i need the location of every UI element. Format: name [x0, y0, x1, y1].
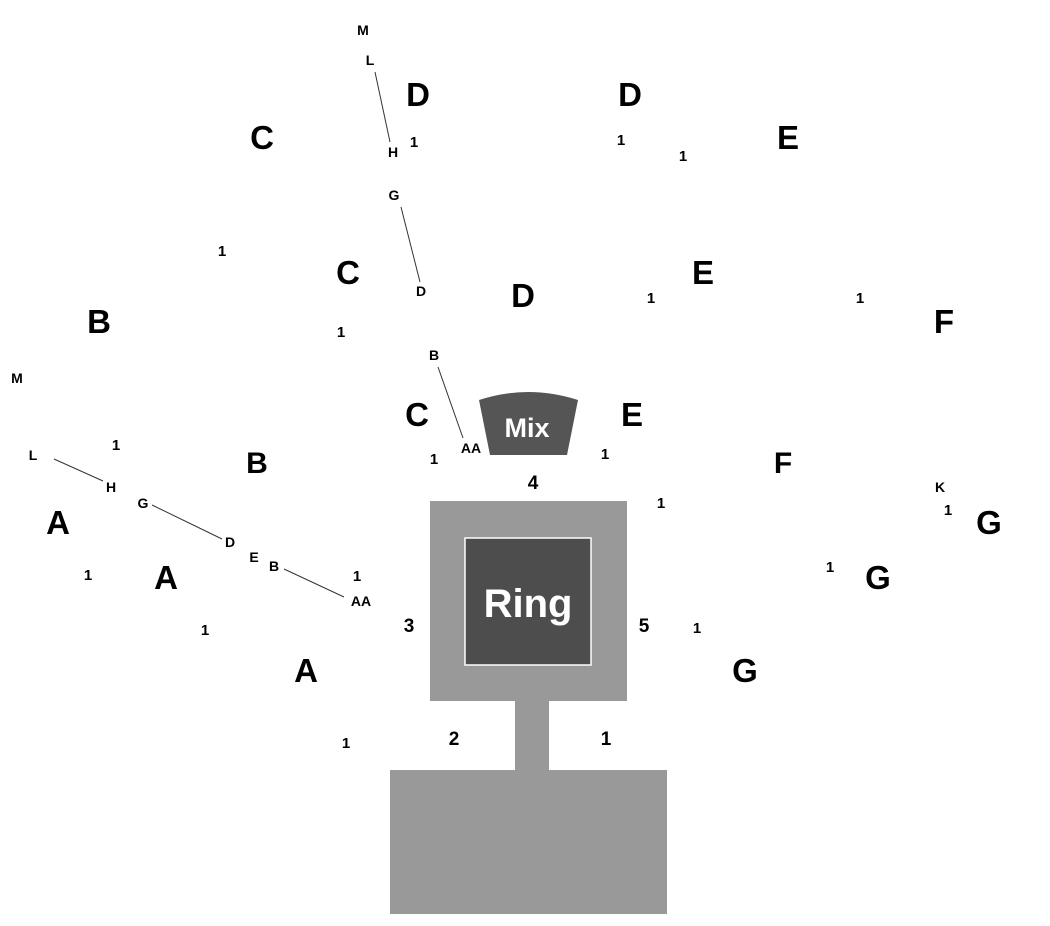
section-d-inner: D [511, 277, 535, 314]
ring-label: Ring [484, 582, 573, 626]
seat-number: 1 [657, 495, 665, 512]
seat-number: 1 [201, 622, 209, 639]
row-label-top-d: D [416, 283, 426, 299]
seat-number: 1 [337, 324, 345, 341]
seat-number: 1 [353, 568, 361, 585]
row-label-top-h: H [388, 144, 398, 160]
seat-number: 1 [856, 290, 864, 307]
seat-number: 1 [647, 290, 655, 307]
row-label-left-g: G [138, 495, 149, 511]
row-label-top-g: G [389, 187, 400, 203]
section-a-mid: A [154, 559, 178, 596]
seat-number: 1 [617, 132, 625, 149]
seat-number: 1 [218, 243, 226, 260]
mix-booth [479, 392, 578, 455]
section-a-inner: A [294, 652, 318, 689]
row-line-top-middle [400, 206, 421, 283]
section-e-mid: E [692, 254, 714, 291]
section-c-outer: C [250, 119, 274, 156]
row-label-left-h: H [106, 479, 116, 495]
row-label-left-d: D [225, 534, 235, 550]
row-label-left-l: L [29, 447, 38, 463]
seat-number: 1 [342, 735, 350, 752]
section-d-outer-left: D [406, 76, 430, 113]
row-label-left-b: B [269, 558, 279, 574]
seat-number: 1 [826, 559, 834, 576]
door-number-1: 1 [601, 729, 612, 750]
section-e-outer: E [777, 119, 799, 156]
door-number-4: 4 [528, 473, 539, 494]
row-label-top-m: M [357, 22, 369, 38]
row-label-left-aa: AA [351, 593, 371, 609]
door-number-5: 5 [639, 616, 650, 637]
seat-number: 1 [430, 451, 438, 468]
seat-number: 1 [693, 620, 701, 637]
row-line-top-lower [437, 366, 464, 439]
row-line-left-upper [53, 458, 104, 482]
entrance-walkway [515, 700, 549, 772]
section-d-outer-right: D [618, 76, 642, 113]
row-label-top-b: B [429, 347, 439, 363]
section-e-inner: E [621, 396, 643, 433]
section-g-inner: G [732, 652, 758, 689]
row-line-left-middle [151, 504, 223, 540]
row-label-top-aa: AA [461, 440, 481, 456]
section-c-mid: C [336, 254, 360, 291]
seat-number: 1 [84, 567, 92, 584]
door-number-3: 3 [404, 616, 415, 637]
seat-number: 1 [112, 437, 120, 454]
section-b-outer: B [87, 303, 111, 340]
row-label-right-k: K [935, 479, 945, 495]
seat-number: 1 [679, 148, 687, 165]
ring-area [464, 537, 592, 666]
section-b-inner: B [246, 447, 268, 480]
section-g-mid: G [865, 559, 891, 596]
seat-number: 1 [944, 502, 952, 519]
section-g-outer: G [976, 504, 1002, 541]
row-line-top-upper [374, 71, 391, 143]
section-c-inner: C [405, 396, 429, 433]
mix-label: Mix [504, 413, 549, 443]
seat-number: 1 [410, 134, 418, 151]
seat-number: 1 [601, 446, 609, 463]
row-line-left-lower [283, 568, 345, 598]
section-f-inner: F [774, 447, 792, 480]
row-label-left-m: M [11, 370, 23, 386]
section-f-outer: F [934, 303, 954, 340]
door-number-2: 2 [449, 729, 460, 750]
section-a-outer: A [46, 504, 70, 541]
row-label-top-l: L [366, 52, 375, 68]
backstage-area [390, 770, 667, 914]
row-label-left-e: E [249, 549, 258, 565]
